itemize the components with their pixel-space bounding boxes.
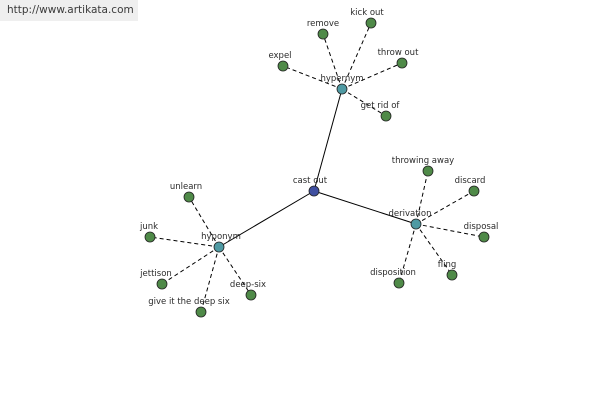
word-label-junk[interactable]: junk: [139, 222, 158, 232]
word-node-get-rid-of[interactable]: [380, 110, 392, 122]
site-watermark: http://www.artikata.com: [0, 0, 138, 21]
word-node-disposition[interactable]: [393, 277, 405, 289]
edge-hypernym-remove: [322, 33, 343, 90]
relation-label-derivation[interactable]: derivation: [388, 209, 431, 219]
edge-hyponym-jettison: [161, 246, 220, 285]
word-label-discard[interactable]: discard: [455, 176, 486, 186]
edge-hypernym-get-rid-of: [341, 88, 387, 117]
edge-center-hyponym: [218, 190, 315, 248]
graph-edges: [149, 22, 485, 313]
word-node-remove[interactable]: [317, 28, 329, 40]
word-node-discard[interactable]: [468, 185, 480, 197]
word-label-throw-out[interactable]: throw out: [378, 48, 419, 58]
relation-node-derivation[interactable]: [410, 218, 422, 230]
edge-hyponym-deep-six: [218, 246, 252, 296]
word-label-fling[interactable]: fling: [438, 260, 457, 270]
edge-hyponym-unlearn: [188, 196, 220, 248]
edge-hyponym-give-it-the-deep-six: [200, 246, 220, 313]
site-url: http://www.artikata.com: [7, 4, 134, 16]
word-node-junk[interactable]: [144, 231, 156, 243]
word-label-expel[interactable]: expel: [268, 51, 291, 61]
word-label-disposition[interactable]: disposition: [370, 268, 416, 278]
edge-derivation-throwing-away: [415, 170, 429, 225]
word-label-deep-six[interactable]: deep-six: [230, 280, 266, 290]
word-node-throwing-away[interactable]: [422, 165, 434, 177]
edge-derivation-discard: [415, 190, 475, 225]
word-node-kick-out[interactable]: [365, 17, 377, 29]
word-node-throw-out[interactable]: [396, 57, 408, 69]
center-label[interactable]: cast out: [293, 176, 328, 186]
word-node-give-it-the-deep-six[interactable]: [195, 306, 207, 318]
center-node[interactable]: [308, 185, 320, 197]
edge-derivation-disposition: [398, 223, 417, 284]
edge-hypernym-throw-out: [341, 62, 403, 90]
word-label-remove[interactable]: remove: [307, 19, 339, 29]
word-node-deep-six[interactable]: [245, 289, 257, 301]
relation-label-hyponym[interactable]: hyponym: [201, 232, 241, 242]
edge-center-derivation: [313, 190, 417, 225]
word-label-unlearn[interactable]: unlearn: [170, 182, 202, 192]
edge-center-hypernym: [313, 88, 343, 192]
edge-hyponym-junk: [149, 236, 220, 248]
word-label-disposal[interactable]: disposal: [464, 222, 499, 232]
word-label-jettison[interactable]: jettison: [139, 269, 172, 279]
word-label-give-it-the-deep-six[interactable]: give it the deep six: [148, 297, 230, 307]
word-label-throwing-away[interactable]: throwing away: [392, 156, 454, 166]
relation-label-hypernym[interactable]: hypernym: [320, 74, 363, 84]
word-node-fling[interactable]: [446, 269, 458, 281]
word-label-get-rid-of[interactable]: get rid of: [361, 101, 401, 111]
edge-derivation-fling: [415, 223, 453, 276]
word-label-kick-out[interactable]: kick out: [350, 8, 384, 18]
edge-derivation-disposal: [415, 223, 485, 238]
edge-hypernym-expel: [282, 65, 343, 90]
relation-node-hypernym[interactable]: [336, 83, 348, 95]
word-node-disposal[interactable]: [478, 231, 490, 243]
word-node-expel[interactable]: [277, 60, 289, 72]
relation-node-hyponym[interactable]: [213, 241, 225, 253]
word-node-jettison[interactable]: [156, 278, 168, 290]
edge-hypernym-kick-out: [341, 22, 372, 90]
graph-nodes: kick out remove expel throw out get rid of hy…: [139, 8, 499, 318]
word-node-unlearn[interactable]: [183, 191, 195, 203]
